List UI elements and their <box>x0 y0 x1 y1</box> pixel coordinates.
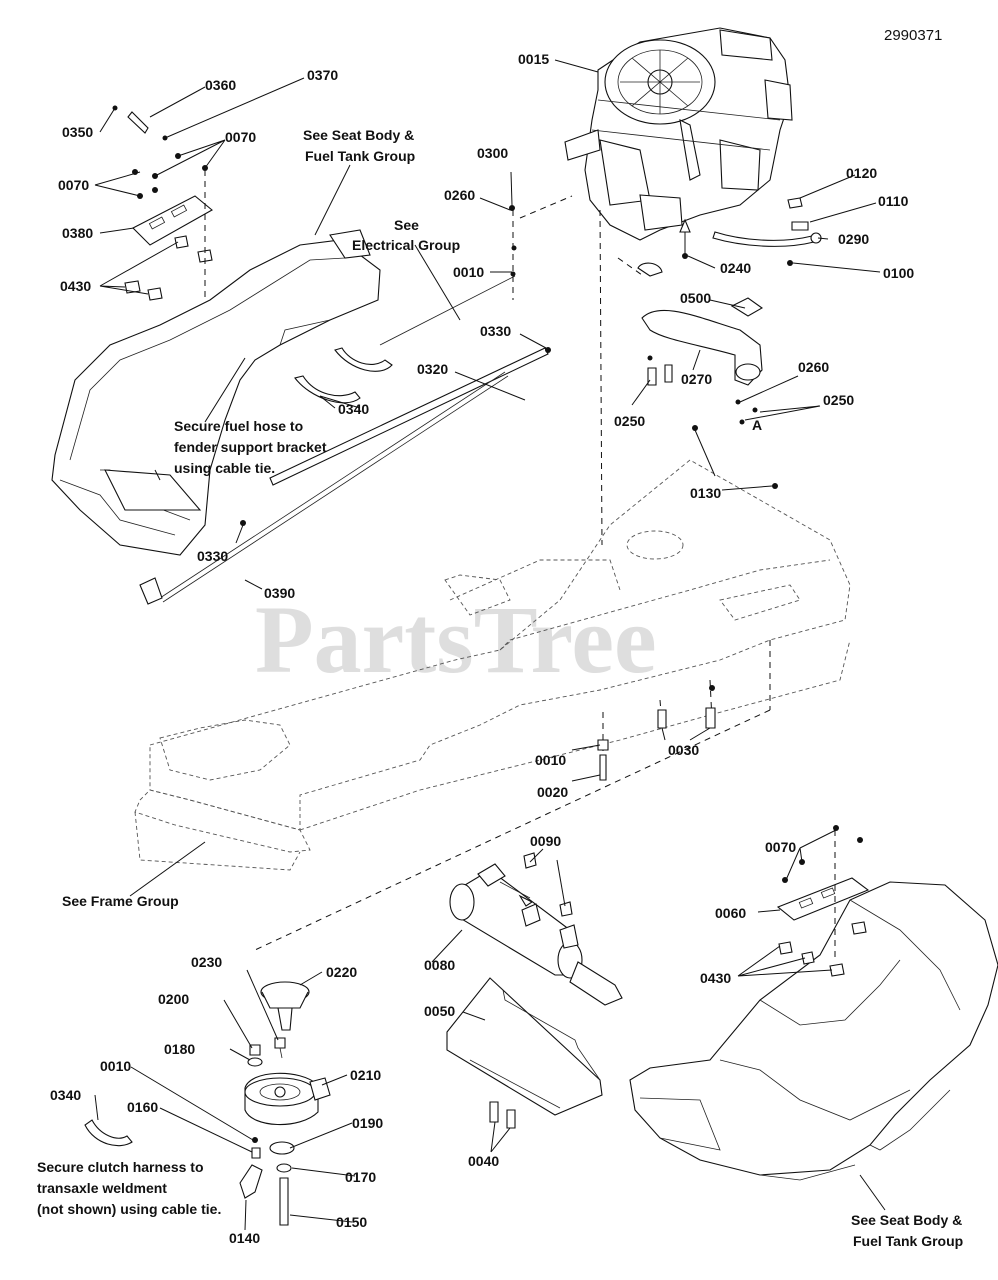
callout-0390: 0390 <box>264 585 295 601</box>
callout-0210: 0210 <box>350 1067 381 1083</box>
note-electrical-group-line1: See <box>394 217 419 233</box>
note-seat-body-top-line1: See Seat Body & <box>303 127 414 143</box>
callout-0260-upper: 0260 <box>444 187 475 203</box>
marker-a-label: A <box>752 417 762 433</box>
callout-0180: 0180 <box>164 1041 195 1057</box>
callout-0430-lower: 0430 <box>700 970 731 986</box>
note-clutch-harness: Secure clutch harness to transaxle weldm… <box>37 1159 221 1217</box>
callout-0200: 0200 <box>158 991 189 1007</box>
callout-0100: 0100 <box>883 265 914 281</box>
callout-0160: 0160 <box>127 1099 158 1115</box>
callout-0010-upper: 0010 <box>453 264 484 280</box>
note-clutch-harness-line2: transaxle weldment <box>37 1180 167 1196</box>
callout-0500: 0500 <box>680 290 711 306</box>
document-id: 2990371 <box>884 27 942 44</box>
note-seat-body-top: See Seat Body & Fuel Tank Group <box>303 127 415 164</box>
callout-0010-lower: 0010 <box>100 1058 131 1074</box>
callout-0270: 0270 <box>681 371 712 387</box>
engine-hardware <box>509 195 822 489</box>
callout-0330-upper: 0330 <box>480 323 511 339</box>
callout-0040: 0040 <box>468 1153 499 1169</box>
callout-0010-middle: 0010 <box>535 752 566 768</box>
callout-0150: 0150 <box>336 1214 367 1230</box>
bracket-0060 <box>776 825 870 977</box>
note-fuel-hose-line2: fender support bracket <box>174 439 327 455</box>
left-fender-bracket <box>51 229 381 556</box>
callout-0330-lower: 0330 <box>197 548 228 564</box>
callout-labels: 0015 0360 0370 0350 0070 0070 0380 0430 … <box>50 51 914 1246</box>
right-fender <box>629 881 998 1181</box>
note-clutch-harness-line3: (not shown) using cable tie. <box>37 1201 221 1217</box>
callout-0360: 0360 <box>205 77 236 93</box>
note-frame-group-line1: See Frame Group <box>62 893 179 909</box>
note-seat-body-top-line2: Fuel Tank Group <box>305 148 415 164</box>
callout-0190: 0190 <box>352 1115 383 1131</box>
callout-0350: 0350 <box>62 124 93 140</box>
bracket-0380 <box>112 105 213 301</box>
callout-0080: 0080 <box>424 957 455 973</box>
callout-0340-lower: 0340 <box>50 1087 81 1103</box>
callout-0170: 0170 <box>345 1169 376 1185</box>
note-seat-body-bottom-line1: See Seat Body & <box>851 1212 962 1228</box>
engine-assembly <box>564 27 793 255</box>
callout-0260-lower: 0260 <box>798 359 829 375</box>
callout-0020: 0020 <box>537 784 568 800</box>
callout-0230: 0230 <box>191 954 222 970</box>
watermark-text: PartsTree <box>255 586 657 693</box>
callout-0110: 0110 <box>878 193 909 209</box>
frame-bolts <box>597 685 716 781</box>
callout-0430-upper: 0430 <box>60 278 91 294</box>
callout-0060: 0060 <box>715 905 746 921</box>
clutch-assembly <box>84 981 331 1226</box>
callout-0030: 0030 <box>668 742 699 758</box>
callout-0090: 0090 <box>530 833 561 849</box>
note-electrical-group: See Electrical Group <box>352 217 460 253</box>
callout-0380: 0380 <box>62 225 93 241</box>
callout-0240: 0240 <box>720 260 751 276</box>
note-clutch-harness-line1: Secure clutch harness to <box>37 1159 204 1175</box>
cables <box>139 275 551 605</box>
note-electrical-group-line2: Electrical Group <box>352 237 460 253</box>
callout-0050: 0050 <box>424 1003 455 1019</box>
callout-0300: 0300 <box>477 145 508 161</box>
callout-0070-upper: 0070 <box>225 129 256 145</box>
callout-0130: 0130 <box>690 485 721 501</box>
callout-0250-left: 0250 <box>614 413 645 429</box>
callout-0320: 0320 <box>417 361 448 377</box>
callout-0070-left: 0070 <box>58 177 89 193</box>
callout-0220: 0220 <box>326 964 357 980</box>
note-seat-body-bottom: See Seat Body & Fuel Tank Group <box>851 1212 963 1249</box>
note-fuel-hose-line3: using cable tie. <box>174 460 275 476</box>
leader-lines <box>94 59 886 1231</box>
callout-0120: 0120 <box>846 165 877 181</box>
callout-0250-right: 0250 <box>823 392 854 408</box>
callout-0015: 0015 <box>518 51 549 67</box>
note-seat-body-bottom-line2: Fuel Tank Group <box>853 1233 963 1249</box>
callout-0370: 0370 <box>307 67 338 83</box>
muffler-assembly <box>446 852 623 1129</box>
note-fuel-hose-line1: Secure fuel hose to <box>174 418 303 434</box>
frame-ghost <box>134 459 851 871</box>
callout-0070-right: 0070 <box>765 839 796 855</box>
note-frame-group: See Frame Group <box>62 893 179 909</box>
note-fuel-hose: Secure fuel hose to fender support brack… <box>174 418 327 476</box>
callout-0140: 0140 <box>229 1230 260 1246</box>
callout-0290: 0290 <box>838 231 869 247</box>
callout-0340-upper: 0340 <box>338 401 369 417</box>
